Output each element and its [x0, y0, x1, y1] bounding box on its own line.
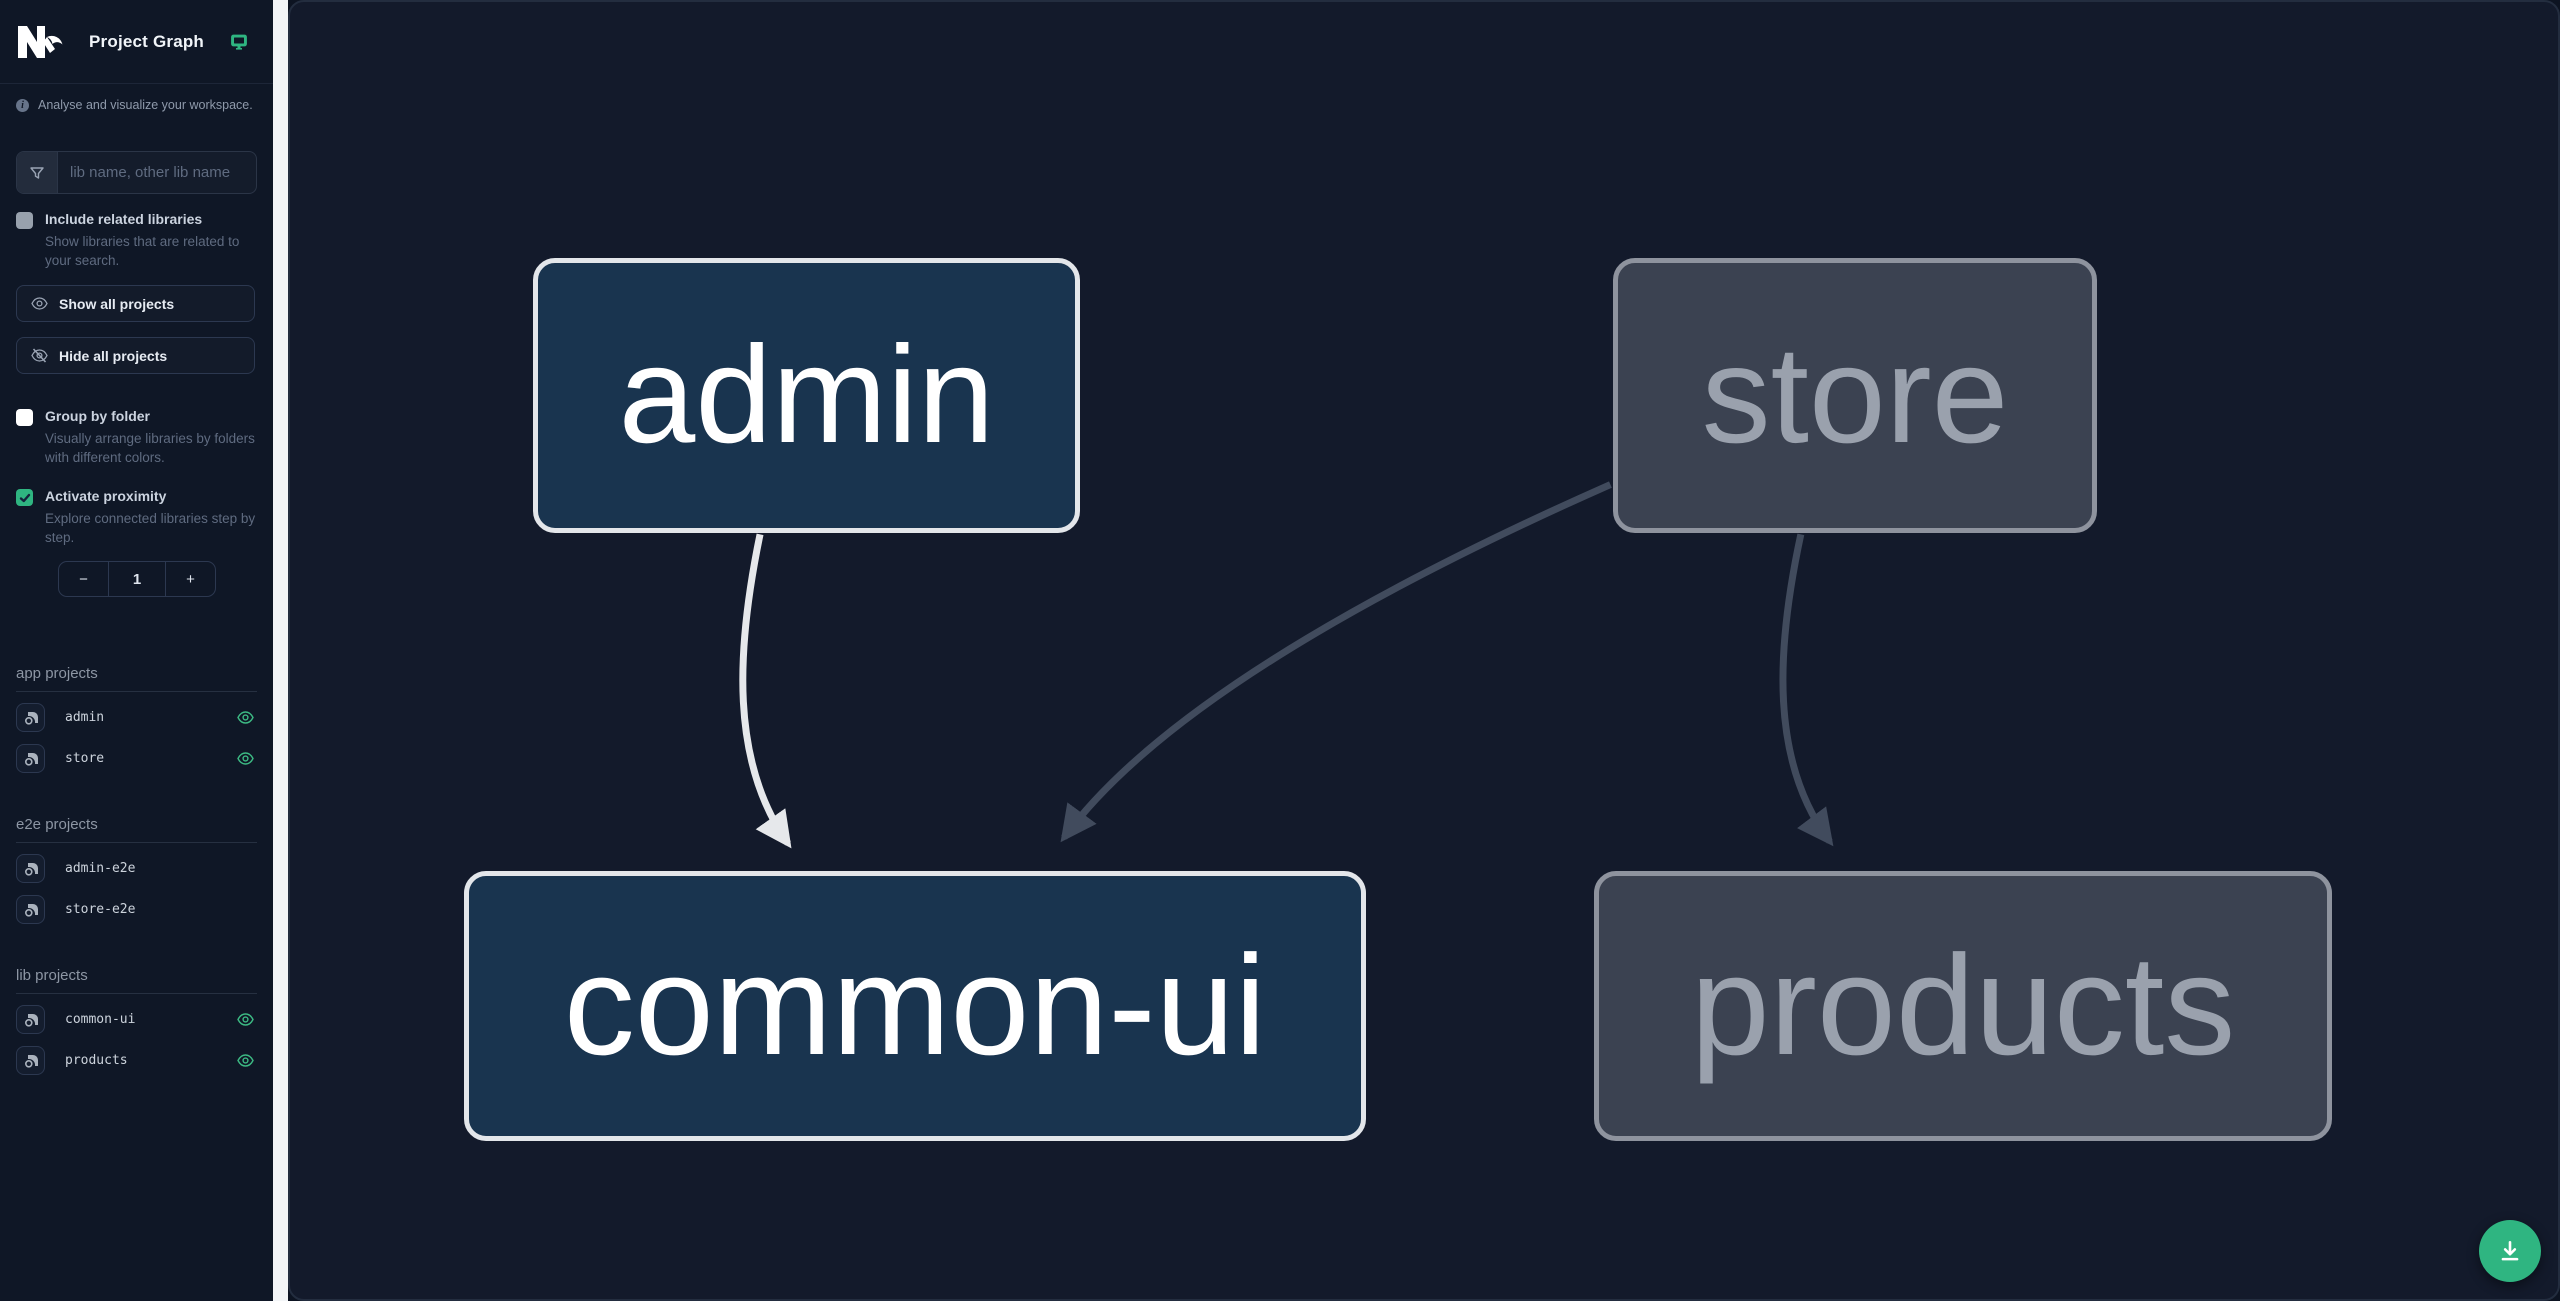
download-icon [2501, 1241, 2519, 1261]
activate-proximity-label: Activate proximity [45, 488, 167, 504]
section-e2e-projects: e2e projects admin-e2e store- [16, 816, 257, 925]
focus-project-button[interactable] [16, 703, 45, 732]
sidebar: Project Graph i Analyse and visualize yo… [0, 0, 273, 1301]
workspace-tagline-row: i Analyse and visualize your workspace. [16, 98, 257, 112]
focus-icon [24, 1054, 38, 1068]
show-all-projects-button[interactable]: Show all projects [16, 285, 255, 322]
check-icon [19, 493, 30, 502]
edge-admin-to-common-ui[interactable] [739, 533, 792, 849]
toggle-visibility-eye-icon[interactable] [237, 752, 254, 765]
search-box [16, 151, 257, 194]
activate-proximity-description: Explore connected libraries step by step… [45, 511, 256, 545]
toggle-visibility-eye-icon[interactable] [237, 1013, 254, 1026]
section-title: lib projects [16, 967, 257, 994]
proximity-decrement-button[interactable]: − [79, 570, 88, 588]
app-title: Project Graph [89, 31, 205, 51]
edge-store-to-common-ui[interactable] [1060, 481, 1612, 843]
toggle-visibility-eye-icon[interactable] [237, 711, 254, 724]
eye-icon [31, 297, 48, 310]
focus-project-button[interactable] [16, 895, 45, 924]
section-title: e2e projects [16, 816, 257, 843]
project-name[interactable]: products [65, 1053, 128, 1068]
focus-project-button[interactable] [16, 744, 45, 773]
option-include-related: Include related libraries Show libraries… [16, 210, 257, 270]
sidebar-resize-handle[interactable] [273, 0, 288, 1301]
filter-funnel-icon [17, 152, 58, 193]
group-by-folder-label: Group by folder [45, 408, 150, 424]
graph-node-common-ui[interactable]: common-ui [464, 871, 1366, 1141]
hide-all-projects-button[interactable]: Hide all projects [16, 337, 255, 374]
node-label: products [1690, 926, 2236, 1085]
graph-node-products[interactable]: products [1594, 871, 2332, 1141]
workspace-tagline: Analyse and visualize your workspace. [38, 98, 253, 112]
show-all-projects-label: Show all projects [59, 295, 175, 312]
search-input[interactable] [58, 152, 256, 193]
project-name[interactable]: common-ui [65, 1012, 136, 1027]
include-related-label: Include related libraries [45, 211, 203, 227]
project-graph-canvas[interactable]: admin store common-ui products [288, 0, 2560, 1301]
section-app-projects: app projects admin [16, 665, 257, 774]
graph-node-admin[interactable]: admin [533, 258, 1080, 533]
download-graph-button[interactable] [2479, 1220, 2541, 1282]
project-row-common-ui: common-ui [16, 1004, 257, 1035]
option-group-by-folder: Group by folder Visually arrange librari… [16, 407, 257, 467]
focus-icon [24, 903, 38, 917]
hide-all-projects-label: Hide all projects [59, 347, 168, 364]
section-lib-projects: lib projects common-ui [16, 967, 257, 1076]
toggle-visibility-eye-icon[interactable] [237, 1054, 254, 1067]
proximity-increment-button[interactable]: + [186, 570, 195, 588]
focus-icon [24, 711, 38, 725]
proximity-stepper: − 1 + [58, 561, 216, 597]
project-row-store: store [16, 743, 257, 774]
group-by-folder-description: Visually arrange libraries by folders wi… [45, 431, 255, 465]
graph-edges [739, 481, 1834, 849]
focus-project-button[interactable] [16, 1046, 45, 1075]
project-row-store-e2e: store-e2e [16, 894, 257, 925]
include-related-checkbox[interactable] [16, 212, 33, 229]
node-label: store [1701, 318, 2009, 472]
project-name[interactable]: store-e2e [65, 902, 136, 917]
project-row-admin: admin [16, 702, 257, 733]
project-name[interactable]: admin-e2e [65, 861, 136, 876]
nx-logo-icon [18, 26, 63, 58]
activate-proximity-checkbox[interactable] [16, 489, 33, 506]
monitor-icon[interactable] [231, 34, 247, 50]
info-icon: i [16, 98, 29, 112]
node-label: admin [618, 318, 995, 472]
focus-icon [24, 752, 38, 766]
node-label: common-ui [563, 926, 1267, 1085]
project-name[interactable]: admin [65, 710, 105, 725]
project-name[interactable]: store [65, 751, 105, 766]
section-title: app projects [16, 665, 257, 692]
edge-store-to-products[interactable] [1779, 533, 1834, 847]
focus-project-button[interactable] [16, 1005, 45, 1034]
sidebar-header: Project Graph [0, 0, 273, 84]
project-row-products: products [16, 1045, 257, 1076]
eye-off-icon [31, 348, 48, 363]
proximity-value: 1 [108, 562, 166, 596]
option-activate-proximity: Activate proximity Explore connected lib… [16, 487, 257, 547]
focus-icon [24, 862, 38, 876]
project-row-admin-e2e: admin-e2e [16, 853, 257, 884]
group-by-folder-checkbox[interactable] [16, 409, 33, 426]
graph-node-store[interactable]: store [1613, 258, 2097, 533]
focus-project-button[interactable] [16, 854, 45, 883]
focus-icon [24, 1013, 38, 1027]
include-related-description: Show libraries that are related to your … [45, 234, 240, 268]
